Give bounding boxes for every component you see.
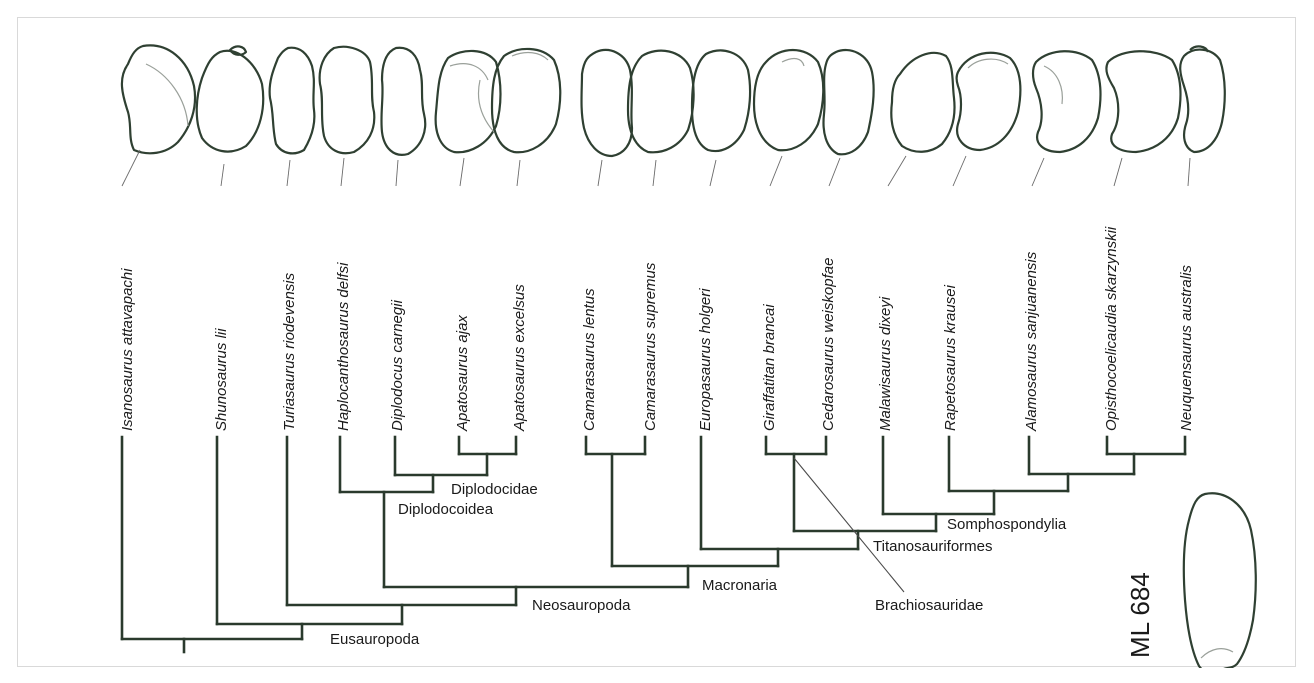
bone-outline-isanosaurus [122, 45, 195, 153]
bone-outline-malawisaurus [891, 53, 954, 152]
taxon-label: Apatosaurus excelsus [511, 284, 528, 432]
specimen-label: ML 684 [1125, 572, 1155, 658]
taxon-labels: Isanosaurus attavapachi Shunosaurus lii … [119, 226, 1195, 432]
bone-outline-ml684 [1184, 493, 1256, 668]
clade-labels: Diplodocidae Diplodocoidea Somphospondyl… [330, 481, 1067, 648]
bone-outline-neuquensaurus [1180, 46, 1225, 152]
bone-outline-haplocanthosaurus [320, 47, 375, 153]
taxon-label: Opisthocoelicaudia skarzynskii [1103, 226, 1120, 431]
taxon-label: Europasaurus holgeri [697, 288, 714, 431]
bone-outline-apatosaurus-excelsus [492, 49, 560, 152]
bone-outline-rapetosaurus [957, 53, 1021, 150]
bone-outline-alamosaurus [1033, 51, 1100, 152]
clade-label-eusauropoda: Eusauropoda [330, 631, 420, 648]
taxon-label: Haplocanthosaurus delfsi [335, 262, 352, 431]
leader-lines [122, 150, 1190, 186]
taxon-label: Alamosaurus sanjuanensis [1023, 251, 1040, 432]
taxon-label: Malawisaurus dixeyi [877, 296, 894, 431]
bone-outline-shunosaurus [197, 46, 263, 151]
bone-outline-diplodocus [381, 48, 425, 155]
bone-outline-camarasaurus-lentus [582, 50, 633, 156]
cladogram-figure: Isanosaurus attavapachi Shunosaurus lii … [18, 18, 1297, 668]
clade-label-neosauropoda: Neosauropoda [532, 597, 631, 614]
taxon-label: Rapetosaurus krausei [942, 284, 959, 431]
bone-outline-europasaurus [692, 51, 750, 151]
bone-outline-giraffatitan [754, 50, 823, 150]
bone-outline-cedarosaurus [824, 50, 874, 154]
cladogram-tree [122, 437, 1185, 652]
clade-label-macronaria: Macronaria [702, 577, 778, 594]
taxon-label: Diplodocus carnegii [389, 299, 406, 431]
taxon-label: Camarasaurus lentus [581, 288, 598, 431]
figure-frame: Isanosaurus attavapachi Shunosaurus lii … [17, 17, 1296, 667]
clade-label-brachiosauridae: Brachiosauridae [875, 597, 983, 614]
taxon-label: Apatosaurus ajax [454, 315, 471, 432]
bone-outline-opisthocoelicaudia [1106, 51, 1180, 152]
bone-outline-apatosaurus-ajax [436, 51, 501, 152]
bone-outline-camarasaurus-supremus [628, 51, 694, 153]
taxon-label: Turiasaurus riodevensis [281, 272, 298, 431]
taxon-label: Neuquensaurus australis [1178, 265, 1195, 431]
bone-outline-turiasaurus [270, 48, 315, 154]
taxon-label: Camarasaurus supremus [642, 262, 659, 431]
taxon-label: Shunosaurus lii [213, 328, 230, 431]
brachiosauridae-pointer [794, 458, 904, 592]
taxon-label: Giraffatitan brancai [761, 304, 778, 431]
clade-label-diplodocidae: Diplodocidae [451, 481, 538, 498]
clade-label-somphospondylia: Somphospondylia [947, 516, 1067, 533]
clade-label-diplodocoidea: Diplodocoidea [398, 501, 494, 518]
taxon-label: Cedarosaurus weiskopfae [820, 258, 837, 431]
taxon-label: Isanosaurus attavapachi [119, 268, 136, 431]
clade-label-titanosauriformes: Titanosauriformes [873, 538, 993, 555]
